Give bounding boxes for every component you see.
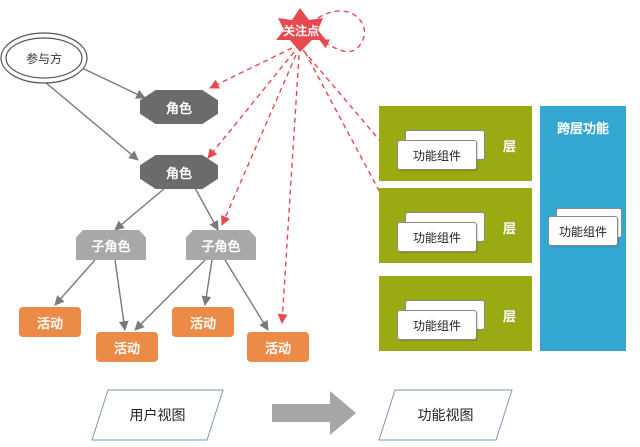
big-arrow xyxy=(272,391,356,435)
dashed-focus-activity4 xyxy=(277,54,300,324)
arrow-subrole2-activity2 xyxy=(134,259,206,331)
arrow-participant-role1 xyxy=(81,67,146,99)
component-card: 功能组件 xyxy=(397,140,477,170)
cross-layer-block: 跨层功能 功能组件 xyxy=(540,106,626,351)
arrow-subrole1-activity1 xyxy=(54,259,96,306)
layer-title: 层 xyxy=(503,222,517,237)
component-card: 功能组件 xyxy=(548,216,618,246)
function-view-shape xyxy=(378,389,513,441)
focus-star xyxy=(276,8,326,52)
layer-block-2: 层 功能组件 xyxy=(379,188,532,263)
participant-ellipse-inner xyxy=(5,37,83,79)
layer-block-1: 层 功能组件 xyxy=(379,106,532,181)
arrow-subrole2-activity3 xyxy=(201,259,213,306)
arrow-subrole1-activity2 xyxy=(114,259,129,331)
arrow-participant-role2 xyxy=(44,81,139,161)
component-card: 功能组件 xyxy=(397,310,477,340)
arrow-subrole2-activity4 xyxy=(224,259,269,331)
arrow-role2-subrole1 xyxy=(114,187,166,231)
dashed-focus-subrole2 xyxy=(221,54,297,226)
layer-block-3: 层 功能组件 xyxy=(379,276,532,351)
layer-title: 层 xyxy=(503,140,517,155)
arrow-role2-subrole2 xyxy=(194,187,219,231)
dashed-focus-role1 xyxy=(209,47,293,89)
component-card: 功能组件 xyxy=(397,222,477,252)
layer-title: 层 xyxy=(503,310,517,325)
dashed-focus-layer1 xyxy=(302,49,393,156)
dashed-focus-role2 xyxy=(207,51,295,159)
cross-layer-title: 跨层功能 xyxy=(556,122,609,137)
dashed-focus-self-loop xyxy=(317,10,366,53)
user-view-shape xyxy=(91,389,224,441)
dashed-focus-layer2 xyxy=(304,51,393,216)
